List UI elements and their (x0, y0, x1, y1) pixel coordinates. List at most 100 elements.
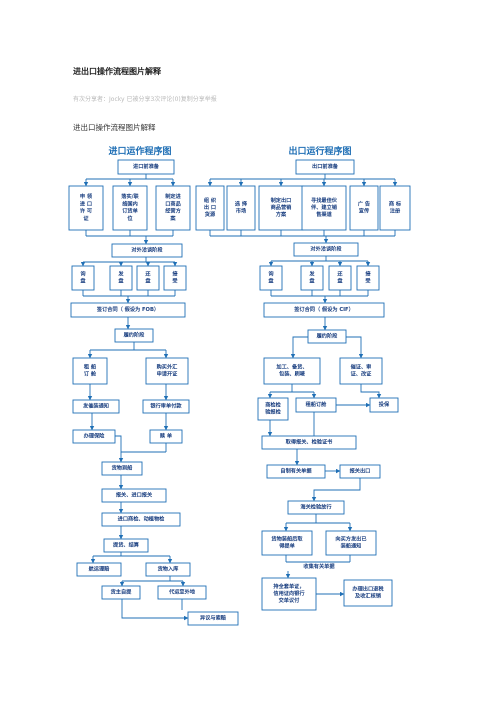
export-declaration-box-label: 报关出口 (350, 467, 371, 475)
export-execution-box: 履约阶段 (307, 329, 347, 344)
import-negotiation-box: 对外洽谈阶段 (111, 243, 183, 258)
export-bank-submit-box-label: 持全套单证， (273, 582, 304, 590)
export-tax-refund-box-frame (343, 579, 393, 607)
import-claim-box: 航运理赔 (76, 562, 122, 577)
import-objection-box: 异议与索赔 (187, 611, 239, 626)
import-prep-item-3-label: 经营方 (165, 207, 181, 215)
export-negotiation-item-4-label: 受 (365, 277, 371, 285)
import-prep-item-3-frame (155, 185, 191, 231)
export-tax-refund-box-label: 及收汇核销 (355, 592, 382, 600)
import-insurance-box-frame (72, 429, 116, 444)
export-lc-check-box: 催证、审证、改证 (339, 357, 383, 385)
import-bank-pay-box: 银行审单付款 (142, 399, 190, 414)
export-lc-check-box-label: 催证、审 (351, 362, 372, 370)
export-execution-box-frame (307, 329, 347, 344)
export-prep-box-label: 出口前准备 (312, 162, 339, 170)
import-prep-item-1-label: 进 口 (80, 199, 92, 207)
export-prep-item-2: 选 择市场 (226, 185, 256, 231)
export-inspection-apply-box-frame (257, 397, 289, 421)
export-negotiation-item-1-label: 询 (268, 269, 273, 277)
import-redeem-box-frame (149, 429, 183, 444)
import-self-pick-box-frame (101, 585, 141, 600)
import-claim-box-label: 航运理赔 (89, 565, 111, 573)
export-prep-item-4-label: 伴、建立销 (310, 203, 338, 211)
import-prep-item-2-label: 络国内 (122, 199, 138, 207)
import-inspection-box-label: 进口商检、动植物检 (118, 515, 166, 523)
import-prep-item-3-label: 制定进 (165, 192, 181, 200)
import-prep-item-2-label: 落实/联 (121, 192, 139, 200)
import-arrival-box-frame (101, 461, 143, 476)
export-prep-item-6-frame (379, 185, 411, 231)
export-prep-item-1: 组 织出 口货源 (195, 185, 225, 231)
export-processing-box-label: 加工、备货、 (275, 362, 307, 370)
export-negotiation-item-2-frame (300, 265, 324, 291)
export-negotiation-box-frame (293, 242, 359, 257)
connector (311, 478, 361, 502)
import-self-pick-box-label: 货主自提 (111, 588, 133, 596)
export-prep-item-4-label: 售渠道 (316, 210, 332, 218)
import-prep-item-3-label: 案 (169, 214, 176, 222)
export-negotiation-item-2-label: 发 (308, 269, 315, 277)
import-redeem-box: 赎 单 (149, 429, 183, 444)
import-agent-pick-box-frame (157, 585, 207, 600)
export-prep-item-5-frame (349, 185, 379, 231)
export-prep-item-6: 商 标注册 (379, 185, 411, 231)
import-execution-box-label: 履约阶段 (123, 331, 146, 339)
import-negotiation-item-3-label: 盘 (145, 277, 151, 285)
export-contract-box-frame (263, 302, 385, 318)
import-negotiation-item-3: 还盘 (136, 265, 160, 291)
export-declaration-box-frame (339, 464, 381, 479)
export-customs-release-box-frame (287, 500, 345, 515)
import-negotiation-item-3-label: 还 (144, 269, 151, 277)
export-negotiation-item-1-label: 盘 (268, 277, 274, 285)
import-execution-box-frame (114, 328, 154, 343)
export-prep-item-5-label: 宣传 (359, 207, 370, 215)
export-load-bl-box-label: 货物装船后取 (271, 534, 303, 542)
export-prep-item-4-label: 寻找最佳伙 (311, 196, 338, 204)
export-customs-release-box: 海关检验放行 (287, 500, 345, 515)
export-insurance-box-label: 投保 (379, 400, 390, 408)
import-ship-booking-box-label: 订 舱 (84, 370, 97, 378)
export-load-bl-box-label: 得提单 (278, 542, 295, 550)
export-negotiation-item-2: 发盘 (300, 265, 324, 291)
export-prep-item-3-label: 商品营销 (271, 203, 293, 211)
connector (290, 336, 308, 359)
export-processing-box-label: 包装、刷唛 (279, 370, 306, 378)
export-prep-item-1-label: 出 口 (204, 203, 216, 211)
import-contract-box-frame (70, 302, 186, 318)
export-prep-box: 出口前准备 (295, 159, 355, 175)
import-negotiation-item-4-frame (163, 265, 187, 291)
import-negotiation-item-2: 发盘 (109, 265, 133, 291)
import-negotiation-item-1-frame (71, 265, 95, 291)
export-negotiation-item-2-label: 盘 (309, 277, 315, 285)
export-bank-submit-box-frame (261, 577, 317, 611)
export-prep-item-5-label: 广 告 (358, 199, 370, 207)
import-forex-box-label: 申请开证 (157, 370, 179, 378)
import-notify-box: 发催装通知 (72, 399, 120, 414)
export-inspection-apply-box-label: 验报检 (265, 408, 281, 416)
export-contract-box: 签订合同（ 假设为 CIF） (263, 302, 385, 318)
export-inspection-apply-box-label: 商检检 (265, 400, 281, 408)
export-prep-item-2-label: 市场 (236, 207, 246, 215)
import-contract-box: 签订合同（ 假设为 FOB） (70, 302, 186, 318)
export-notify-buyer-box-label: 向买方发出已 (335, 534, 367, 542)
import-negotiation-item-3-frame (136, 265, 160, 291)
export-negotiation-item-4-frame (356, 265, 380, 291)
flowchart-connectors (80, 174, 398, 621)
import-prep-box: 进口前准备 (117, 159, 175, 175)
import-prep-item-2-label: 订货单 (122, 207, 138, 215)
export-prep-item-1-label: 组 织 (204, 196, 217, 204)
connector (121, 599, 189, 621)
export-tax-refund-box-label: 办理出口退税 (352, 584, 384, 592)
export-processing-box: 加工、备货、包装、刷唛 (263, 357, 321, 385)
export-bank-submit-box-label: 信用证向银行 (273, 589, 305, 597)
import-negotiation-item-2-frame (109, 265, 133, 291)
export-negotiation-item-3: 还盘 (328, 265, 352, 291)
